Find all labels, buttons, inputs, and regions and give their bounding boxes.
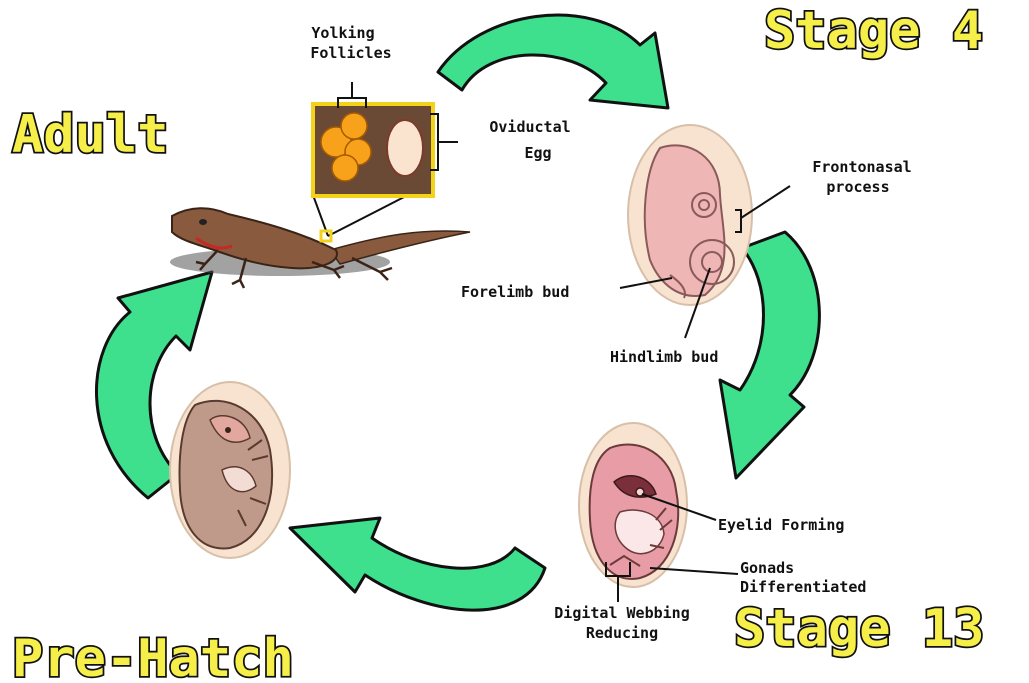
label-yolking-line2: Follicles (310, 44, 391, 62)
title-stage13: Stage 13 (734, 599, 984, 659)
label-gonads-line2: Differentiated (740, 578, 866, 596)
title-adult: Adult (12, 105, 169, 165)
prehatch-embryo (170, 382, 290, 558)
label-webbing-line2: Reducing (586, 624, 658, 642)
arrow-stage13-to-prehatch (290, 518, 545, 610)
label-webbing-line1: Digital Webbing (554, 604, 689, 622)
label-frontonasal-line2: process (826, 178, 889, 196)
oviduct-inset (313, 104, 433, 241)
label-oviductal-line2: Egg (524, 144, 551, 162)
label-gonads-line1: Gonads (740, 559, 794, 577)
oviductal-egg-shape (387, 120, 423, 176)
label-frontonasal-line1: Frontonasal (812, 158, 911, 176)
label-hindlimb: Hindlimb bud (610, 348, 718, 366)
arrow-adult-to-stage4 (438, 15, 668, 108)
stage4-embryo (628, 125, 752, 305)
label-forelimb: Forelimb bud (461, 283, 569, 301)
lizard-illustration (170, 208, 470, 288)
label-oviductal-line1: Oviductal (489, 118, 570, 136)
label-yolking-line1: Yolking (311, 24, 374, 42)
title-stage4: Stage 4 (764, 1, 983, 61)
label-eyelid: Eyelid Forming (718, 516, 844, 534)
title-prehatch: Pre-Hatch (12, 629, 294, 683)
